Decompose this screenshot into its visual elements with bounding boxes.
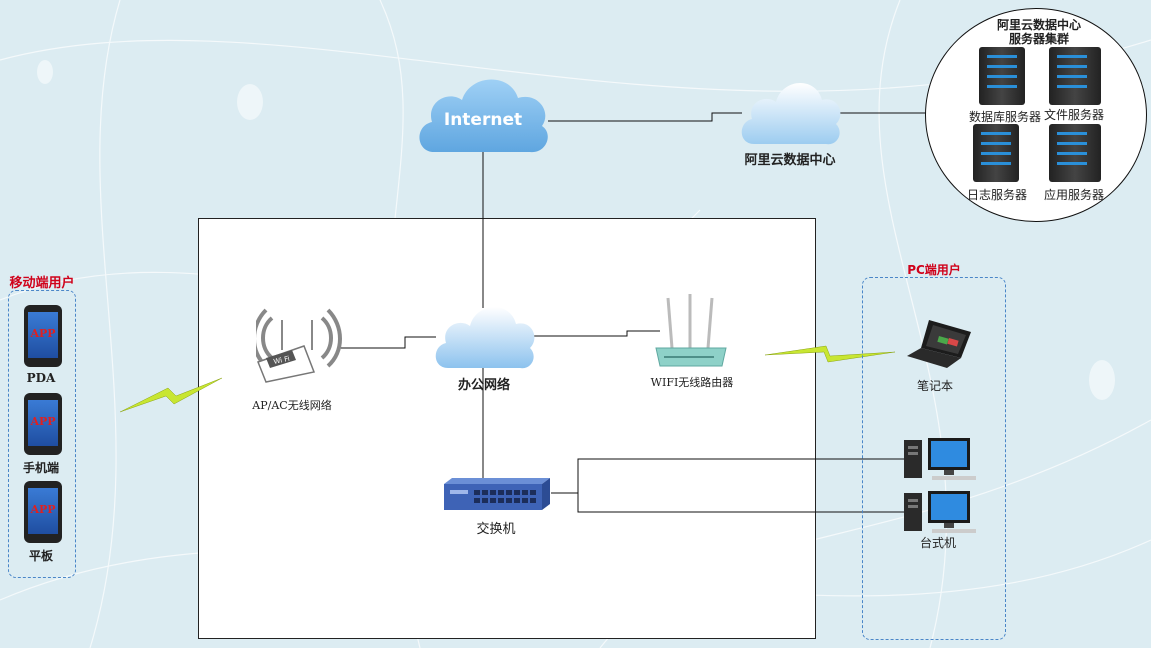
tablet-device-icon: APP xyxy=(24,481,62,543)
server-cluster-circle xyxy=(925,8,1147,222)
ap-ac-label: AP/AC无线网络 xyxy=(252,399,332,412)
application-server-label: 应用服务器 xyxy=(1043,188,1104,202)
link-ap-office xyxy=(338,336,436,349)
office-network-cloud-icon xyxy=(435,306,535,369)
switch-icon xyxy=(444,478,550,510)
link-office-router xyxy=(532,330,660,337)
aliyun-cloud-icon xyxy=(741,82,841,145)
file-server-icon xyxy=(1049,47,1101,105)
mobile-phone-label: 手机端 xyxy=(22,461,59,475)
pc-users-title: PC端用户 xyxy=(907,263,961,277)
wifi-router-icon xyxy=(655,294,727,367)
pda-device-icon: APP xyxy=(24,305,62,367)
cluster-title-line1: 阿里云数据中心 xyxy=(996,18,1081,32)
wifi-router-label: WIFI无线路由器 xyxy=(650,376,734,389)
desktop-icon-1 xyxy=(904,438,976,480)
pda-label: PDA xyxy=(26,371,56,385)
mobile-users-group xyxy=(8,290,76,578)
link-internet-aliyun xyxy=(548,112,742,122)
log-server-label: 日志服务器 xyxy=(966,188,1027,202)
log-server-icon xyxy=(973,124,1019,182)
link-switch-pc xyxy=(551,458,905,494)
database-server-label: 数据库服务器 xyxy=(968,110,1041,124)
pc-users-group xyxy=(862,277,1006,640)
internet-cloud-icon xyxy=(419,79,548,153)
mobile-users-title: 移动端用户 xyxy=(9,276,75,291)
switch-label: 交换机 xyxy=(476,522,516,537)
svg-text:Wi Fi: Wi Fi xyxy=(273,355,291,366)
tablet-label: 平板 xyxy=(28,549,53,563)
application-server-icon xyxy=(1049,124,1101,182)
wireless-signal-right xyxy=(764,345,896,363)
laptop-label: 笔记本 xyxy=(916,379,953,393)
database-server-icon xyxy=(979,47,1025,105)
cluster-title-line2: 服务器集群 xyxy=(1008,32,1069,46)
wireless-signal-left xyxy=(119,377,223,413)
ap-wireless-icon: Wi Fi xyxy=(256,308,342,383)
internet-label: Internet xyxy=(443,110,523,130)
aliyun-label: 阿里云数据中心 xyxy=(744,153,836,168)
desktop-icon-2 xyxy=(904,491,976,533)
file-server-label: 文件服务器 xyxy=(1043,108,1104,122)
office-network-box xyxy=(198,218,816,639)
link-switch-pc2 xyxy=(577,493,905,513)
desktop-label: 台式机 xyxy=(919,536,956,550)
mobile-phone-icon: APP xyxy=(24,393,62,455)
laptop-icon xyxy=(907,320,971,368)
office-network-label: 办公网络 xyxy=(457,378,510,393)
